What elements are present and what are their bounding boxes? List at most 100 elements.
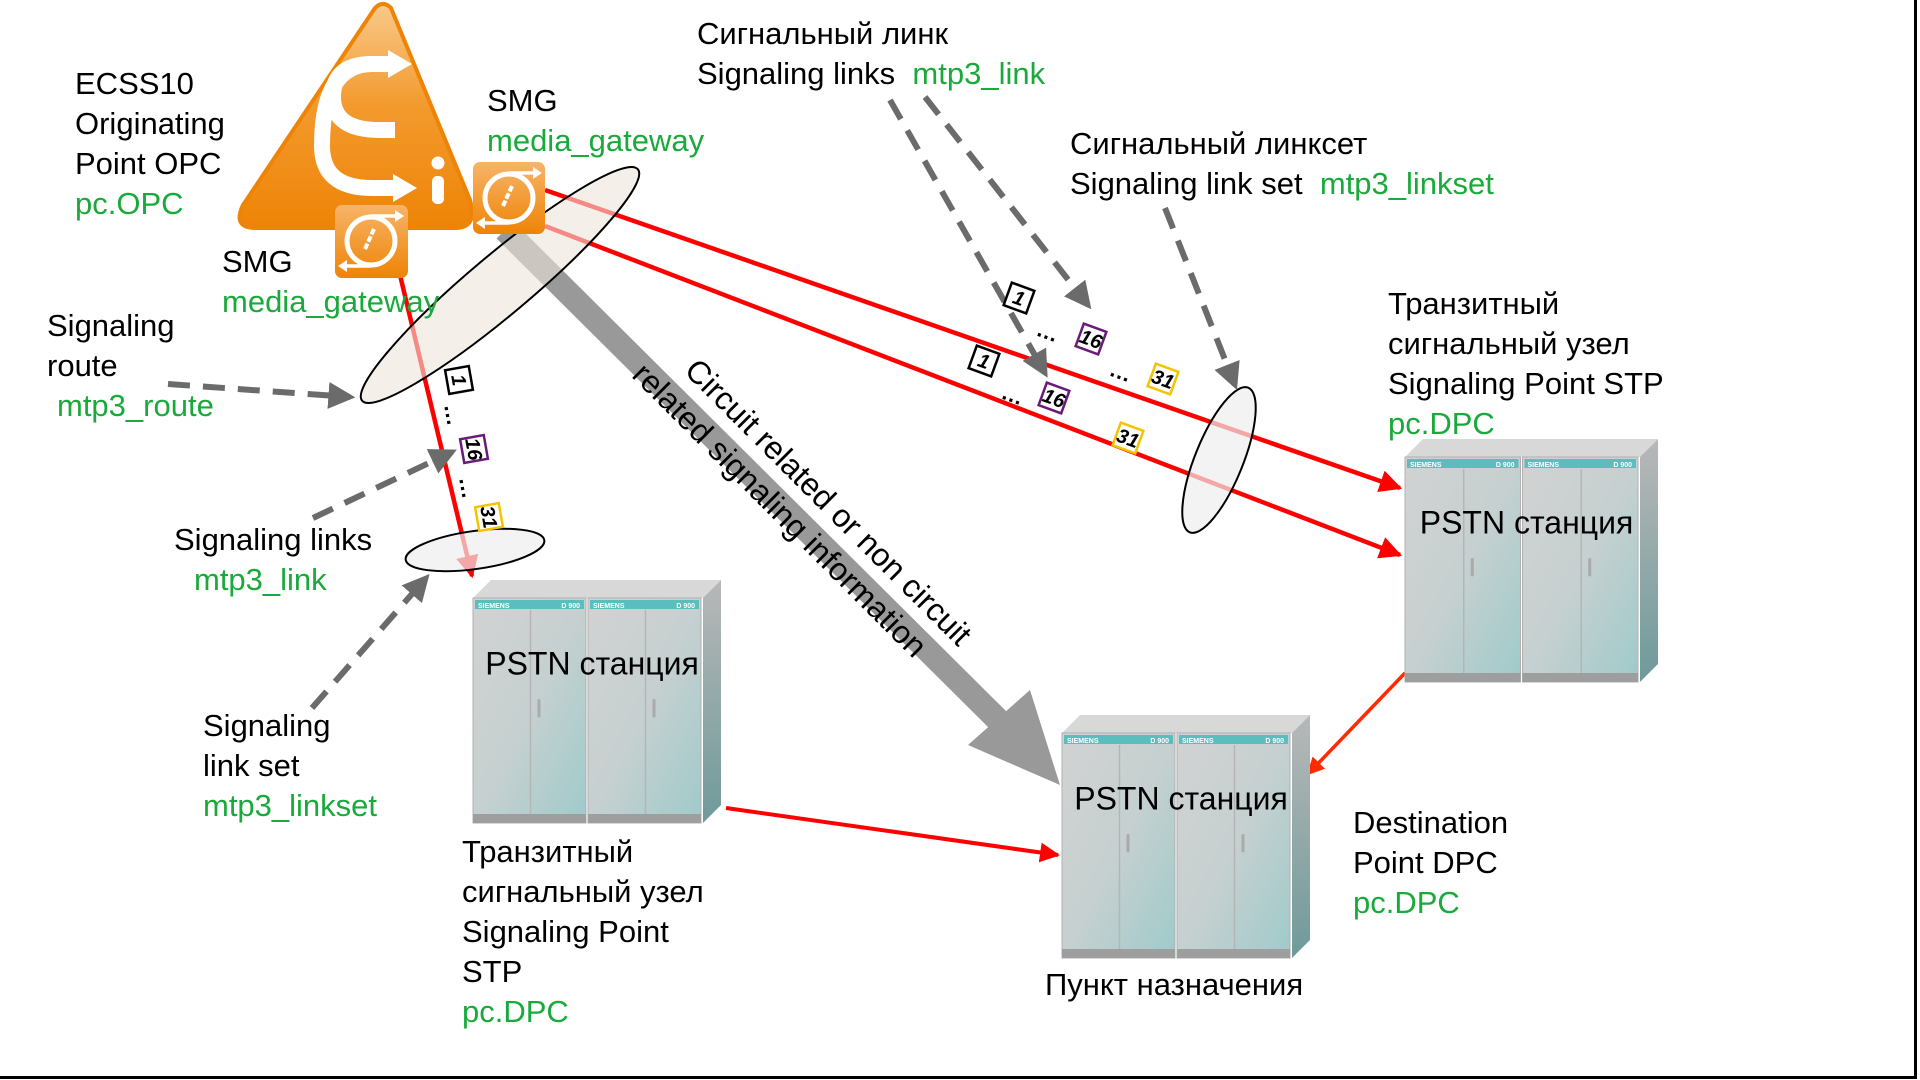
badge-ellipsis: … [1106, 356, 1135, 387]
link-badge-last: 31 [473, 501, 505, 533]
top-link-pointer-a [887, 98, 1048, 378]
badge-ellipsis: … [1033, 316, 1062, 347]
left-stp-label: Транзитный сигнальный узел Signaling Poi… [462, 832, 704, 1032]
badge-ellipsis: … [998, 379, 1027, 410]
link-badge-middle: 16 [458, 433, 490, 465]
station-title: PSTN станция [1420, 505, 1634, 541]
svg-text:1: 1 [446, 373, 470, 388]
link-badge-first: 1 [967, 344, 1001, 378]
left-stp-line-2: сигнальный узел [462, 874, 704, 909]
signaling-info-arrow [496, 221, 1060, 785]
cabinet-model: D 900 [1265, 738, 1284, 745]
opc-label: ECSS10 Originating Point OPC pc.OPC [75, 64, 225, 224]
top-linkset-label: Сигнальный линксет Signaling link set mt… [1070, 124, 1494, 204]
cabinet-brand: SIEMENS [593, 603, 625, 610]
ecss10-logo-icon [237, 2, 475, 230]
badge-ellipsis: … [439, 402, 467, 428]
link-badge-last: 31 [1111, 421, 1145, 455]
route-label: Signaling route mtp3_route [47, 306, 214, 426]
cabinet-model: D 900 [676, 603, 695, 610]
cabinet-door-handle [537, 699, 541, 718]
destination-label: Destination Point DPC pc.DPC [1353, 803, 1508, 923]
opc-line-2: Originating [75, 106, 225, 141]
left-linkset-param: mtp3_linkset [203, 788, 378, 823]
left-stp-line-4: STP [462, 954, 523, 989]
route-pointer [167, 381, 356, 409]
link-line-lower [544, 223, 1403, 559]
cabinet-model: D 900 [1496, 462, 1515, 469]
right-stp-line-2: сигнальный узел [1388, 326, 1630, 361]
top-links-ru: Сигнальный линк [697, 16, 949, 51]
left-linkset-label: Signaling link set mtp3_linkset [203, 706, 377, 826]
left-linkset-pointer [309, 573, 430, 710]
link-line-upper [544, 187, 1403, 492]
right-stp-line-1: Транзитный [1388, 286, 1560, 321]
left-linkset-line-1: Signaling [203, 708, 331, 743]
left-links-param: mtp3_link [194, 562, 327, 597]
phone-icon [501, 185, 514, 207]
link-stp-to-dest-left [725, 806, 1060, 863]
smg-upper-param: media_gateway [487, 123, 705, 158]
left-links-label: Signaling links mtp3_link [174, 520, 372, 600]
svg-text:16: 16 [460, 436, 486, 463]
top-links-en: Signaling links [697, 56, 896, 91]
station-title: PSTN станция [1074, 781, 1288, 817]
station-title: PSTN станция [485, 646, 699, 682]
left-stp-line-3: Signaling Point [462, 914, 669, 949]
opc-param: pc.OPC [75, 186, 184, 221]
top-linkset-param: mtp3_linkset [1319, 166, 1494, 201]
cabinet-brand: SIEMENS [1410, 462, 1442, 469]
link-badge-middle: 16 [1037, 381, 1071, 415]
route-line-2: route [47, 348, 118, 383]
smg-lower-title: SMG [222, 244, 293, 279]
left-links-pointer [311, 449, 457, 521]
route-ellipse [359, 166, 641, 404]
link-badge-last: 31 [1146, 362, 1180, 396]
opc-line-1: ECSS10 [75, 66, 194, 101]
right-linkset-ellipse [1181, 386, 1257, 534]
link-stp-to-dest-right [1306, 671, 1407, 776]
right-stp-param: pc.DPC [1388, 406, 1495, 441]
top-linkset-pointer [1162, 206, 1240, 391]
destination-line-2: Point DPC [1353, 845, 1498, 880]
badge-group-left: 1…16…31 [439, 364, 505, 533]
smg-gateway-icon-upper [473, 162, 545, 234]
smg-gateway-icon-lower [335, 205, 408, 278]
cabinet-brand: SIEMENS [1182, 738, 1214, 745]
link-badge-first: 1 [1002, 281, 1036, 315]
cabinet-brand: SIEMENS [478, 603, 510, 610]
cabinet-brand: SIEMENS [1067, 738, 1099, 745]
destination-line-1: Destination [1353, 805, 1509, 840]
smg-lower-label: SMG media_gateway [222, 242, 439, 322]
cabinet-model: D 900 [1613, 462, 1632, 469]
top-link-pointer-b [922, 95, 1092, 310]
phone-icon [363, 228, 376, 250]
link-badge-middle: 16 [1074, 322, 1108, 356]
top-links-param: mtp3_link [912, 56, 1046, 91]
left-links-title: Signaling links [174, 522, 373, 557]
svg-text:31: 31 [475, 504, 501, 530]
left-stp-param: pc.DPC [462, 994, 569, 1029]
opc-line-3: Point OPC [75, 146, 222, 181]
left-stp-line-1: Транзитный [462, 834, 634, 869]
cabinet-model: D 900 [1150, 738, 1169, 745]
smg-upper-title: SMG [487, 83, 558, 118]
cabinet-brand: SIEMENS [1528, 462, 1560, 469]
cabinet-door-handle [1126, 834, 1130, 853]
cabinet-door-handle [1588, 558, 1592, 577]
route-param: mtp3_route [57, 388, 214, 423]
top-linkset-ru: Сигнальный линксет [1070, 126, 1368, 161]
signaling-info-line-1: Circuit related or non circuit [678, 351, 979, 652]
right-stp-line-3: Signaling Point STP [1388, 366, 1664, 401]
destination-param: pc.DPC [1353, 885, 1460, 920]
smg-lower-param: media_gateway [222, 284, 440, 319]
left-linkset-line-2: link set [203, 748, 300, 783]
top-links-label: Сигнальный линк Signaling links mtp3_lin… [697, 14, 1045, 94]
cabinet-door-handle [1241, 834, 1245, 853]
